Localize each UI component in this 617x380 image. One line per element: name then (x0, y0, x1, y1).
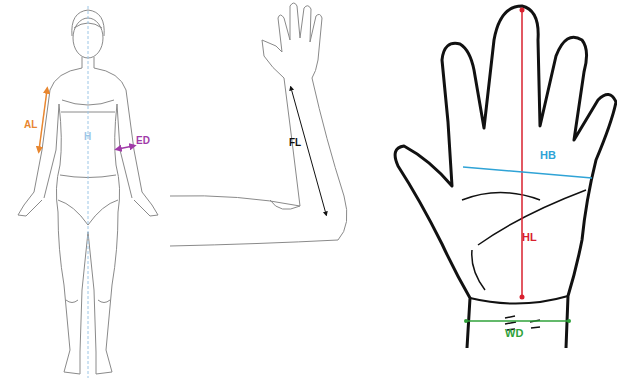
measure-label: FL (289, 138, 301, 148)
measure-label: ED (136, 136, 150, 146)
measure-label: H (84, 132, 91, 142)
arm-length-arrow (39, 90, 47, 150)
wrist-dot (464, 319, 468, 323)
hand-length-dot (520, 295, 525, 300)
palm-creases (462, 190, 586, 330)
measure-label: WD (505, 328, 523, 339)
forearm-length-arrow (291, 88, 326, 214)
wrist-dot (567, 319, 571, 323)
measure-label: AL (24, 120, 37, 130)
measure-label: HB (540, 150, 556, 161)
arm-figure (170, 3, 347, 246)
wrist-diameter-line (466, 320, 569, 322)
measure-label: HL (522, 232, 537, 243)
elbow-diameter-arrow (118, 146, 133, 149)
hand-length-line (521, 8, 523, 297)
height-line (88, 6, 89, 378)
hand-breadth-line (463, 167, 592, 178)
hand-length-dot (520, 8, 525, 13)
hand-figure (395, 6, 616, 348)
